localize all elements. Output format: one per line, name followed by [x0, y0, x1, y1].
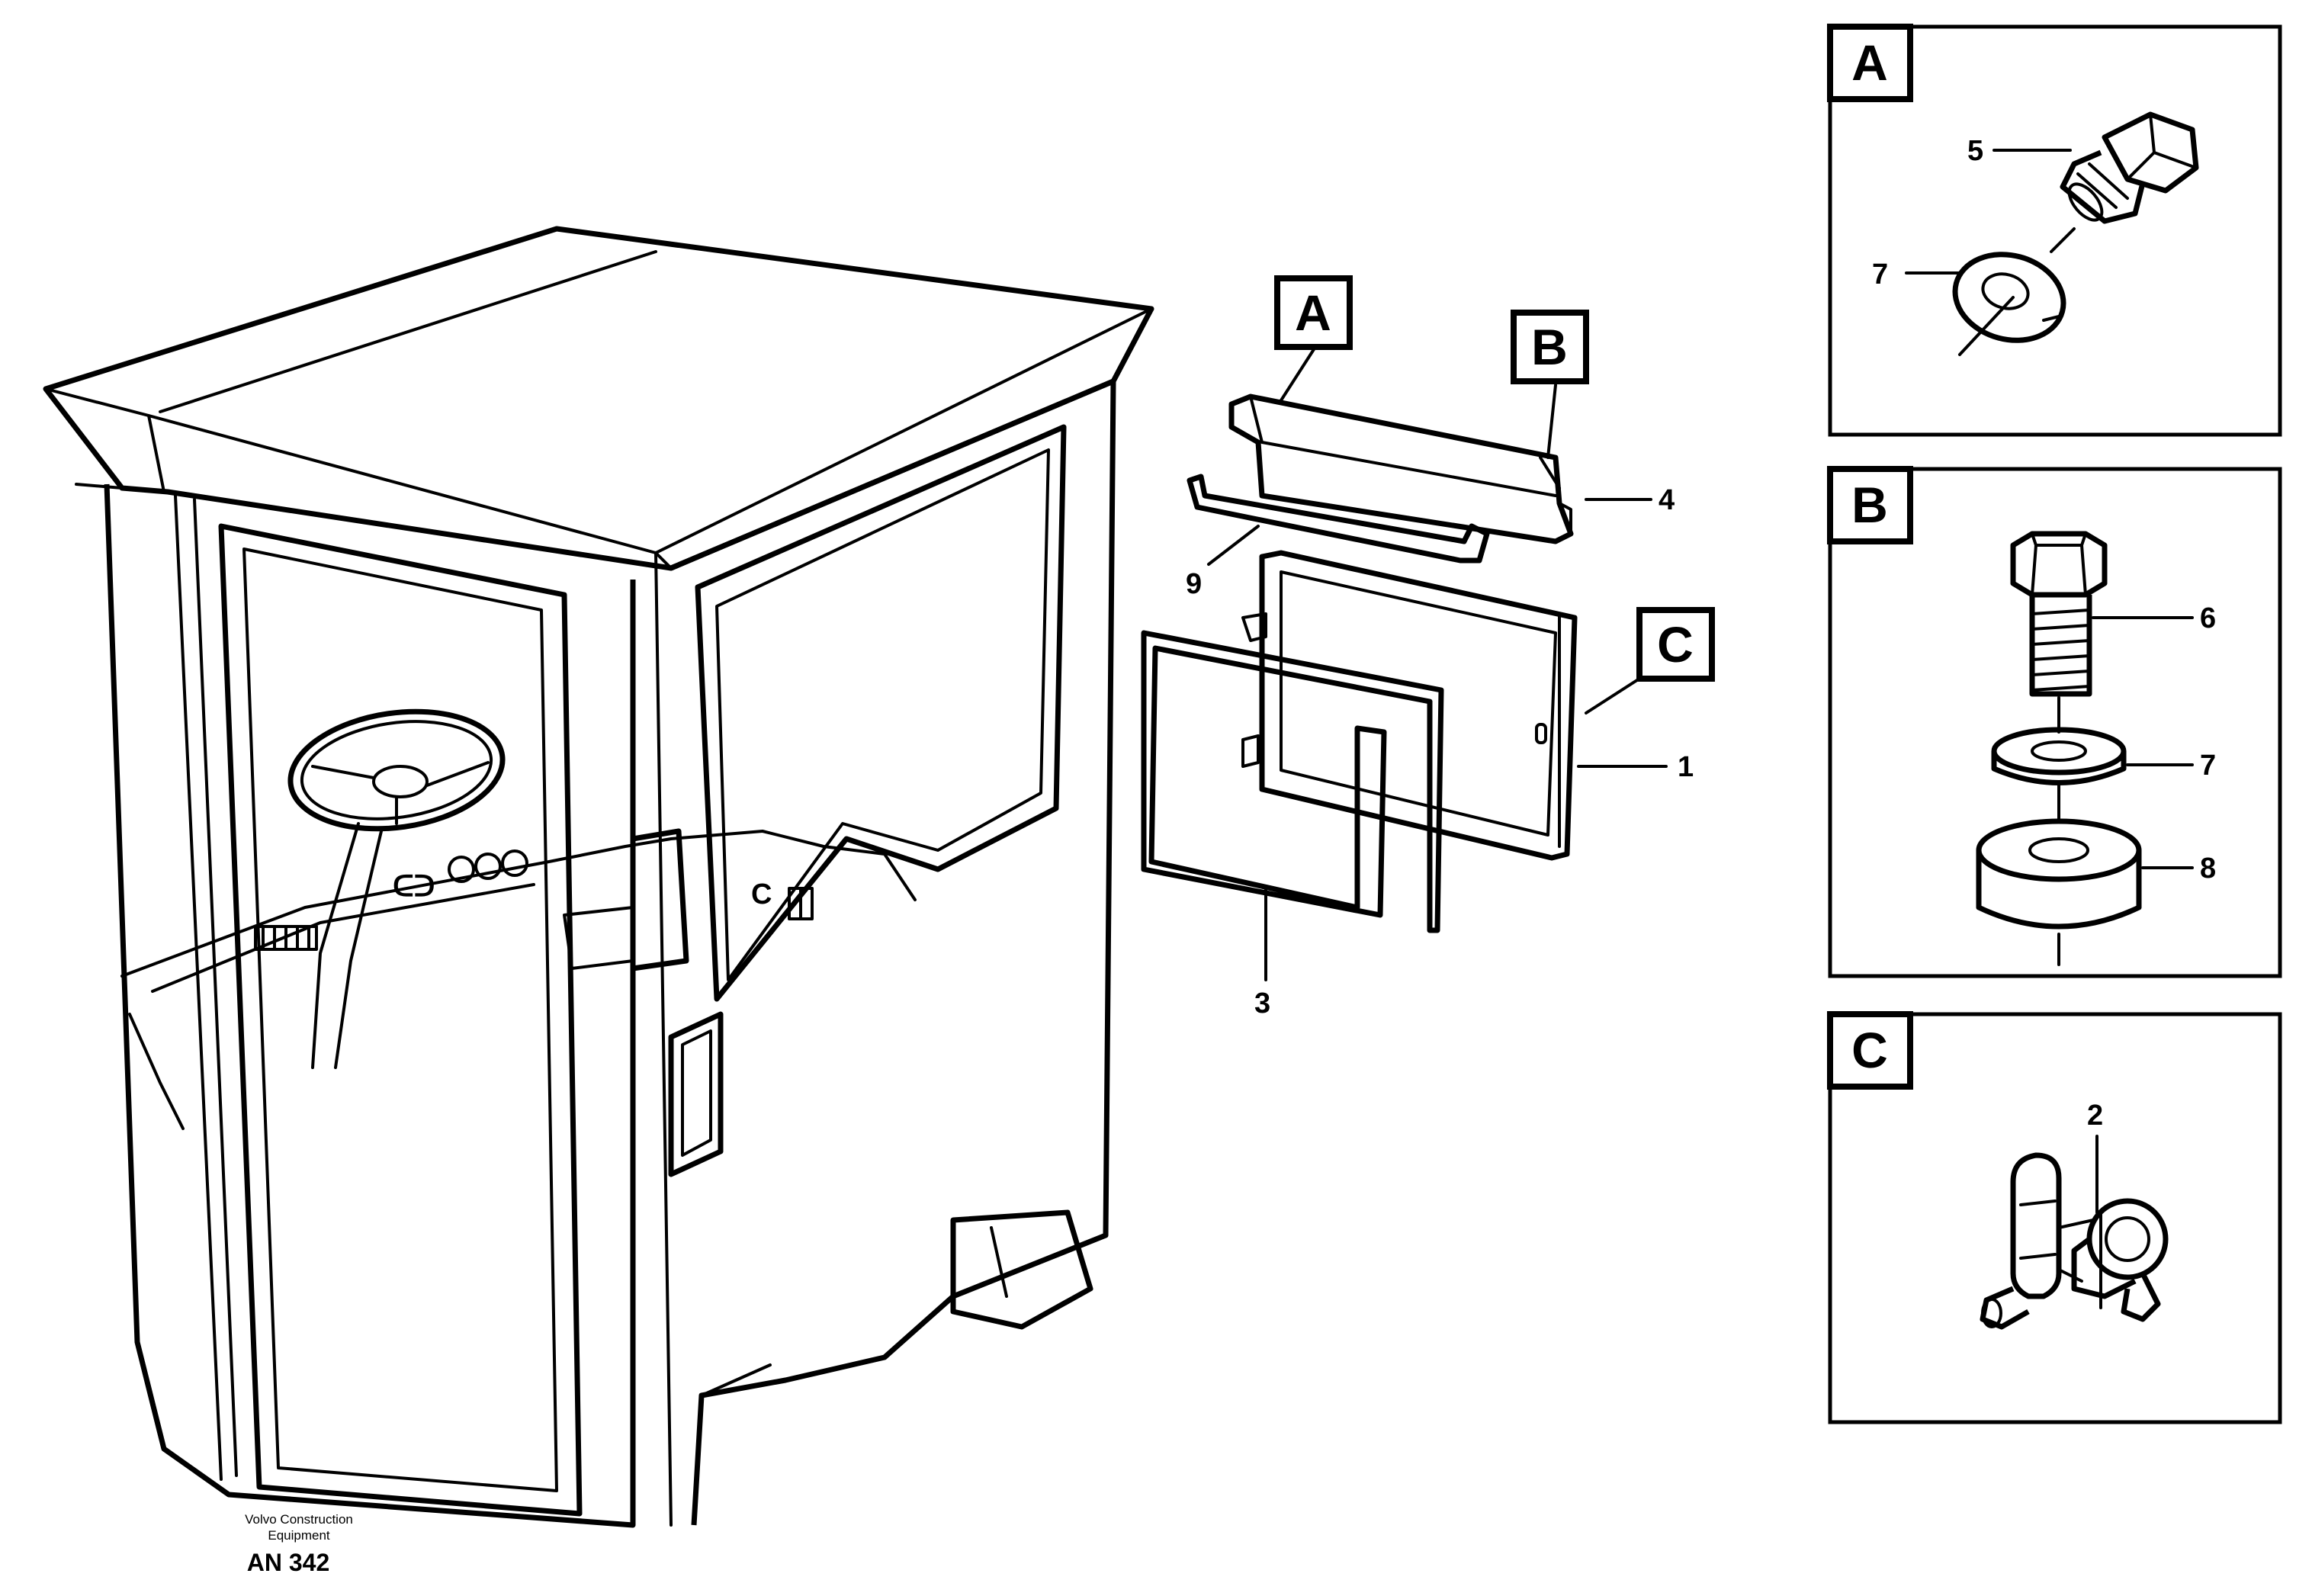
- callout-box-b: B: [1511, 310, 1589, 384]
- bolt-5: [2050, 111, 2199, 253]
- detail-c-letter: C: [1851, 1022, 1888, 1078]
- drawing-code: AN 342: [247, 1549, 330, 1576]
- company-name-line1: Volvo Construction: [245, 1512, 353, 1527]
- detail-b-label-7: 7: [2200, 750, 2216, 782]
- detail-a-letter: A: [1851, 34, 1888, 91]
- callout-letter-b: B: [1531, 319, 1568, 375]
- leader-lines: [1207, 345, 1668, 981]
- detail-a-label-5: 5: [1967, 135, 1983, 167]
- part-number-9: 9: [1186, 568, 1202, 600]
- detail-panel-a: A 5 7: [1827, 24, 2282, 437]
- spacer-8: [1976, 818, 2142, 966]
- callout-box-c: C: [1636, 607, 1715, 682]
- latch-2: [1980, 1135, 2169, 1330]
- part-number-1: 1: [1678, 751, 1694, 783]
- detail-c-label-2: 2: [2087, 1100, 2103, 1132]
- detail-panel-c: C 2: [1827, 1011, 2282, 1424]
- callout-letter-c: C: [1657, 616, 1694, 673]
- washer-7b: [1991, 727, 2127, 821]
- company-name-line2: Equipment: [268, 1528, 330, 1543]
- cab-illustration: ᑕᑐ C: [43, 226, 1154, 1528]
- washer-7a: [1952, 252, 2066, 356]
- callout-box-a: A: [1274, 275, 1353, 350]
- bolt-6: [2010, 531, 2108, 734]
- footer-credit: Volvo Construction Equipment AN 342: [245, 1512, 353, 1576]
- part-number-3: 3: [1254, 987, 1270, 1020]
- detail-b-label-8: 8: [2200, 853, 2216, 885]
- detail-a-label-7: 7: [1872, 259, 1888, 291]
- detail-b-label-6: 6: [2200, 602, 2216, 634]
- svg-text:C: C: [751, 878, 772, 910]
- detail-b-letter: B: [1851, 477, 1888, 533]
- part-number-4: 4: [1659, 484, 1675, 516]
- callout-letter-a: A: [1295, 284, 1331, 341]
- detail-panel-b: B 6 7 8: [1827, 466, 2282, 978]
- svg-text:ᑕᑐ: ᑕᑐ: [393, 871, 435, 903]
- exploded-parts: [1141, 393, 1578, 933]
